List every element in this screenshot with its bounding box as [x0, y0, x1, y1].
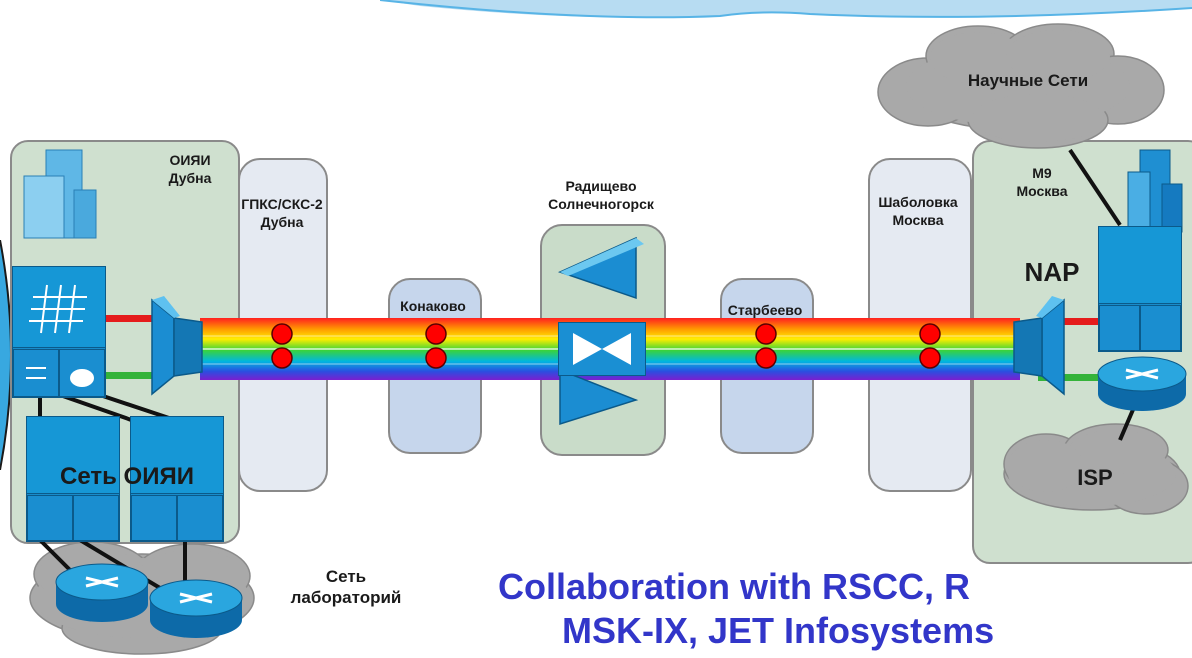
firewall-switch-icon — [1098, 226, 1182, 352]
top-banner — [380, 0, 1192, 19]
building-icon — [1127, 149, 1183, 233]
cloud-science-label: Научные Сети — [967, 71, 1089, 90]
site-starbeevo-label: Старбеево — [727, 302, 803, 318]
optical-mux-icon — [151, 296, 203, 396]
router-icon — [149, 579, 243, 638]
optical-switch-icon — [558, 322, 646, 376]
jinr-network-label: Сеть ОИЯИ — [60, 463, 194, 490]
headline-line-2: MSK-IX, JET Infosystems — [562, 610, 995, 651]
cloud-isp — [1003, 423, 1189, 515]
nap-label: NAP — [1024, 257, 1080, 287]
building-icon — [23, 149, 97, 239]
site-konakovo-label: Конаково — [400, 298, 466, 314]
headline-line-1: Collaboration with RSCC, R — [498, 566, 970, 607]
firewall-switch-icon — [130, 416, 224, 542]
cloud-science-networks — [877, 23, 1165, 149]
firewall-switch-icon — [26, 416, 120, 542]
firewall-switch-icon — [12, 266, 106, 398]
router-icon — [55, 563, 149, 622]
optical-amplifier-icon — [557, 236, 644, 426]
optical-mux-icon — [1013, 296, 1065, 396]
router-icon — [1097, 356, 1187, 411]
cloud-isp-label: ISP — [1077, 465, 1113, 490]
